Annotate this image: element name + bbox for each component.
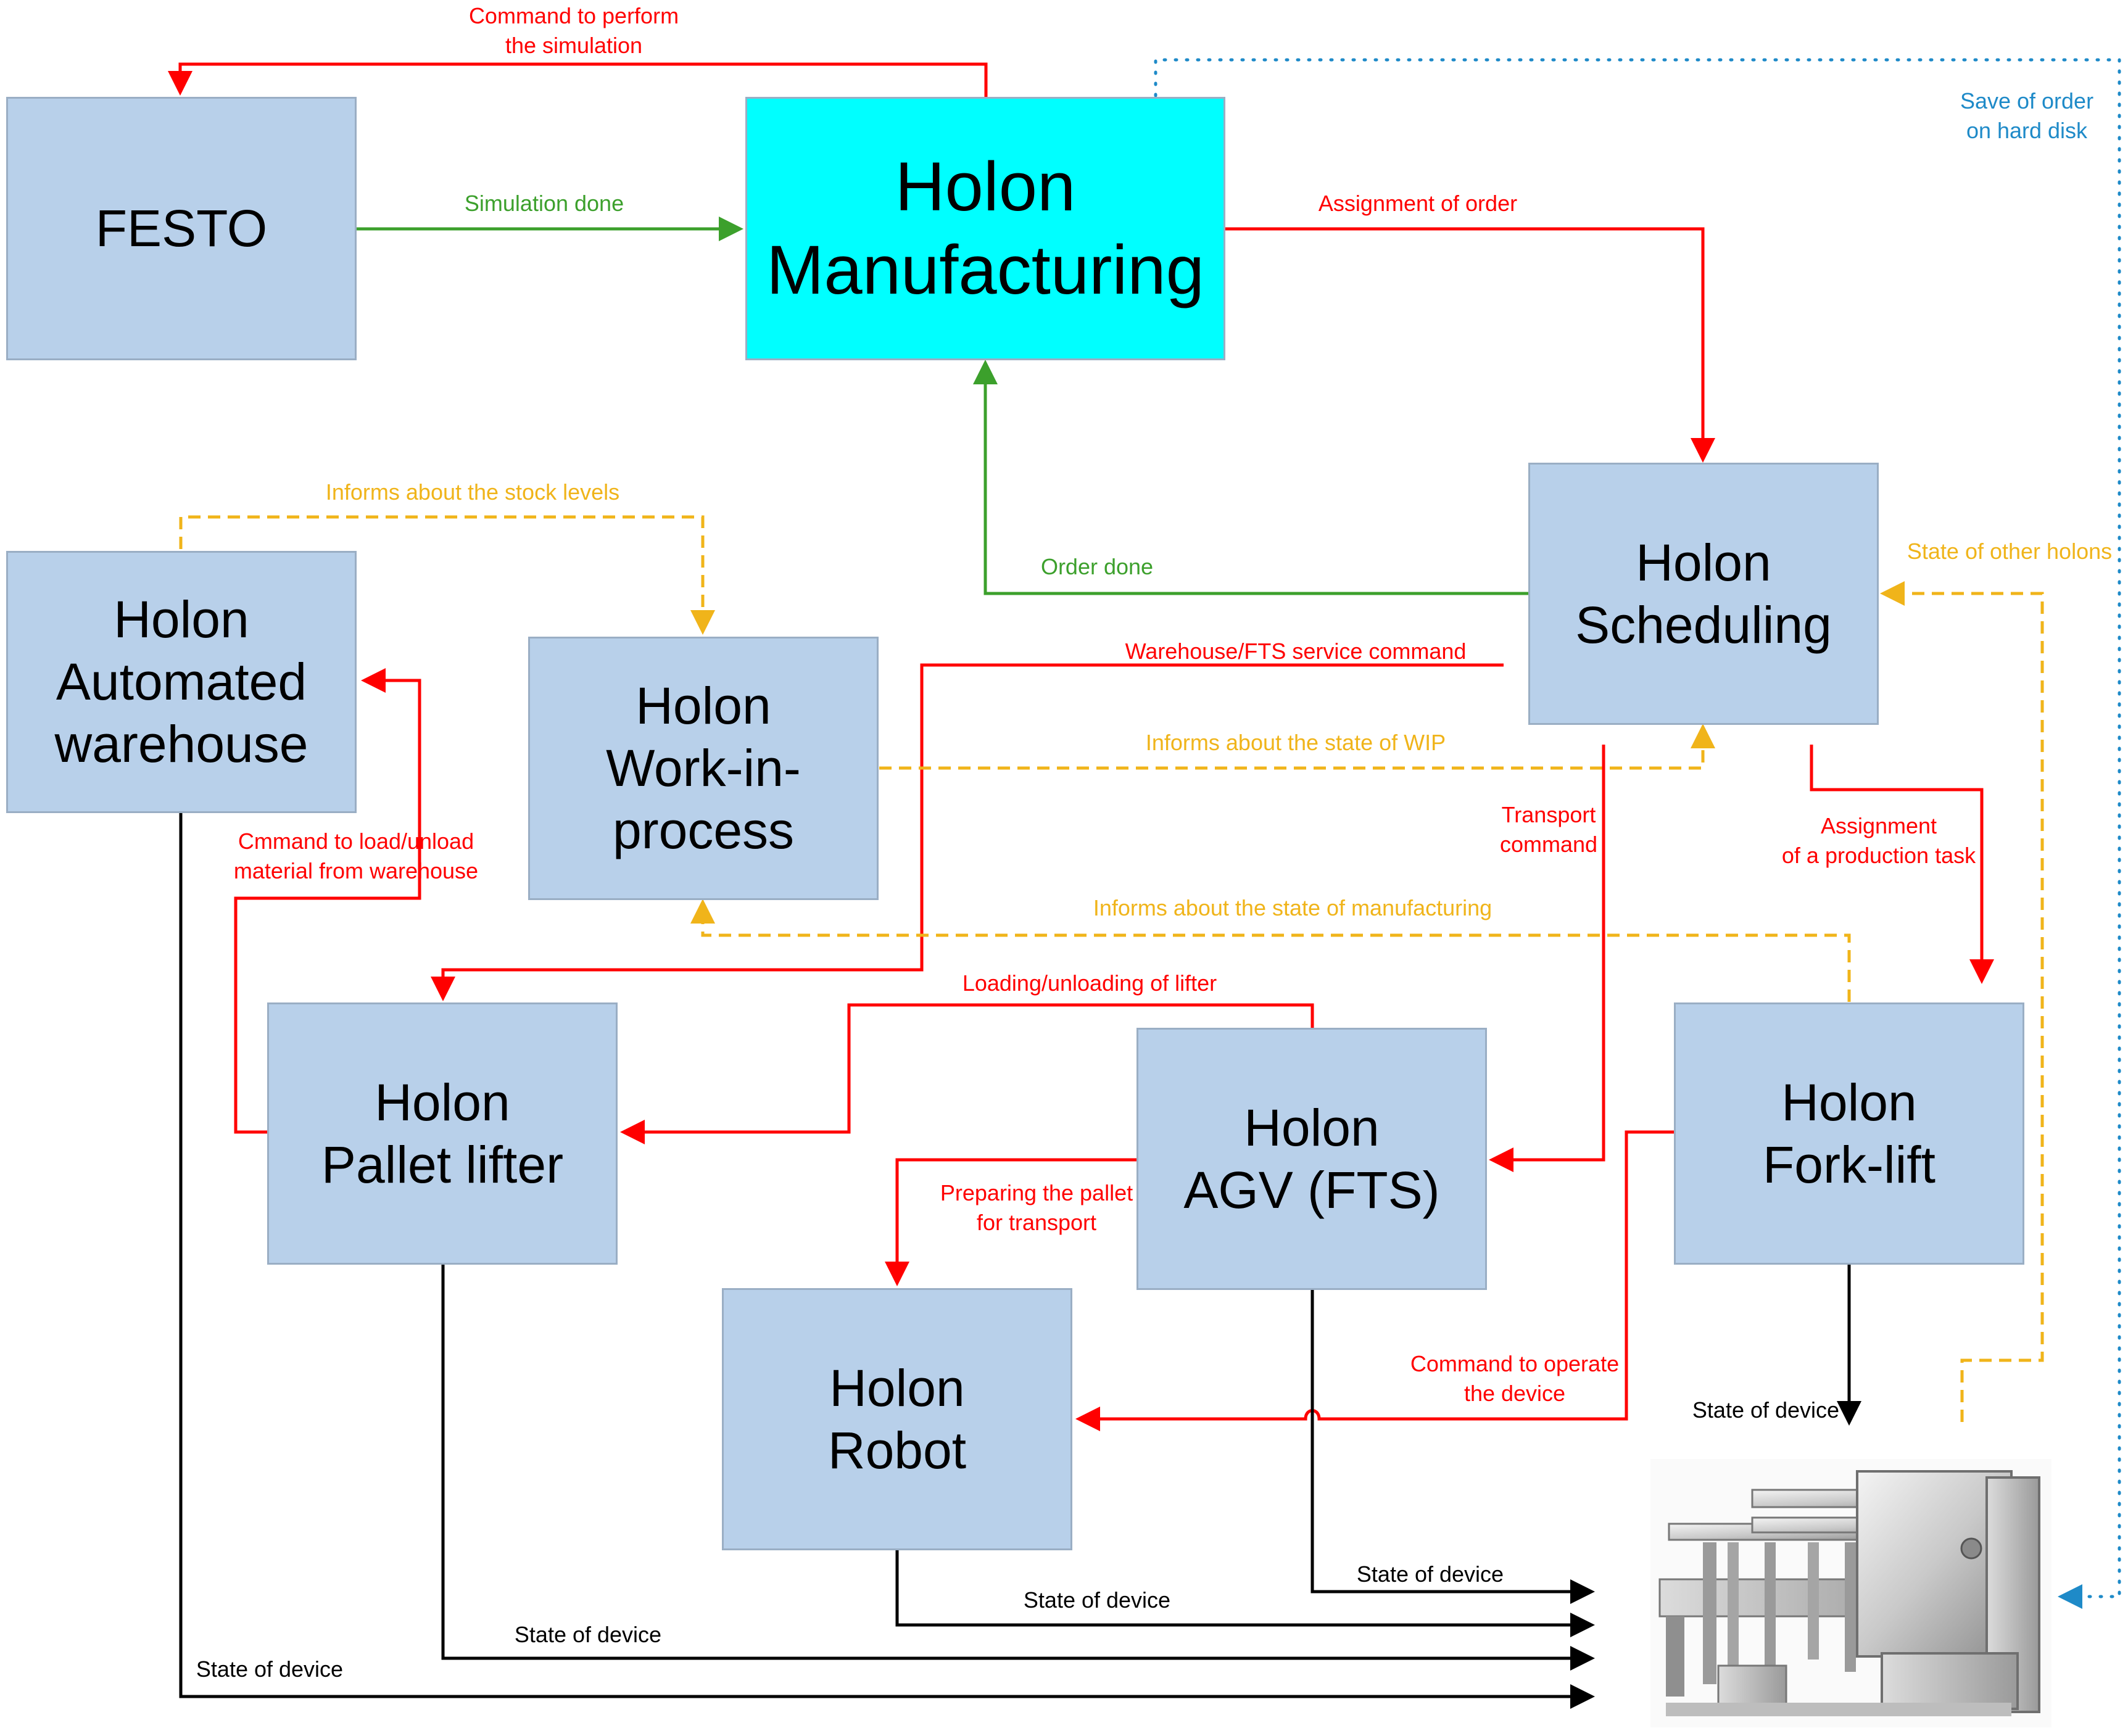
forklift-label-line2: Fork-lift — [1763, 1135, 1935, 1194]
label-transport-command: Transport command — [1499, 802, 1598, 857]
label-order-done: Order done — [1040, 554, 1154, 579]
edge-state-wip — [879, 724, 1715, 770]
label-stock-levels: Informs about the stock levels — [325, 479, 620, 505]
label-state-other-holons: State of other holons — [1907, 539, 2113, 564]
wip-label-line2: Work-in- — [606, 739, 801, 798]
label-command-load-unload: Cmmand to load/unload material from ware… — [233, 829, 479, 883]
label-loading-lifter: Loading/unloading of lifter — [962, 970, 1217, 996]
edge-command-simulation — [168, 62, 988, 99]
label-state-device-forklift: State of device — [1692, 1397, 1840, 1423]
holon-scheduling-node: Holon Scheduling — [1528, 463, 1879, 725]
label-state-device-agv: State of device — [1356, 1561, 1504, 1587]
holon-manufacturing-node: Holon Manufacturing — [745, 97, 1225, 360]
label-state-wip: Informs about the state of WIP — [1145, 730, 1446, 755]
edge-save-order — [1154, 58, 2121, 1609]
label-simulation-done: Simulation done — [464, 191, 624, 216]
label-warehouse-fts-command: Warehouse/FTS service command — [1125, 639, 1467, 664]
manufacturing-label-line1: Holon — [895, 148, 1076, 226]
pallet-lifter-label-line2: Pallet lifter — [321, 1135, 564, 1194]
edge-command-operate — [1075, 1130, 1675, 1431]
robot-label-line1: Holon — [829, 1358, 965, 1417]
edge-command-load-unload — [234, 668, 421, 1134]
wip-label-line1: Holon — [636, 677, 771, 735]
label-save-order: Save of order on hard disk — [1960, 88, 2094, 143]
edge-transport-command — [1489, 745, 1605, 1172]
label-preparing-pallet: Preparing the pallet for transport — [940, 1180, 1133, 1235]
holon-robot-node: Holon Robot — [722, 1288, 1072, 1550]
scheduling-label-line1: Holon — [1636, 533, 1771, 592]
edge-state-other-holons — [1880, 581, 2044, 1422]
label-assignment-order: Assignment of order — [1318, 191, 1518, 216]
label-command-operate: Command to operate the device — [1410, 1351, 1620, 1406]
edge-state-manufacturing — [690, 899, 1851, 1002]
label-command-simulation: Command to perform the simulation — [468, 3, 679, 58]
edge-state-warehouse — [179, 812, 1595, 1709]
edge-assignment-production — [1810, 745, 1994, 984]
edge-state-pallet — [441, 1263, 1595, 1671]
scheduling-label-line2: Scheduling — [1575, 595, 1832, 654]
festo-node: FESTO — [6, 97, 357, 360]
holon-agv-node: Holon AGV (FTS) — [1136, 1028, 1487, 1290]
manufacturing-label-line2: Manufacturing — [766, 231, 1204, 308]
robot-label-line2: Robot — [827, 1421, 967, 1479]
wip-label-line3: process — [612, 801, 795, 859]
holon-forklift-node: Holon Fork-lift — [1674, 1002, 2024, 1265]
pallet-lifter-label-line1: Holon — [375, 1073, 510, 1131]
holon-automated-warehouse-node: Holon Automated warehouse — [6, 551, 357, 813]
agv-label-line2: AGV (FTS) — [1183, 1160, 1440, 1219]
label-state-device-robot: State of device — [1023, 1587, 1171, 1613]
label-state-device-pallet: State of device — [514, 1622, 662, 1647]
forklift-label-line1: Holon — [1781, 1073, 1917, 1131]
edge-loading-lifter — [620, 1003, 1314, 1144]
agv-label-line1: Holon — [1244, 1098, 1380, 1157]
warehouse-label-line2: Automated — [56, 653, 307, 711]
holon-pallet-lifter-node: Holon Pallet lifter — [267, 1002, 618, 1265]
festo-label: FESTO — [95, 199, 268, 258]
edge-preparing-pallet — [885, 1158, 1136, 1286]
edge-warehouse-fts-command — [431, 663, 1504, 1001]
label-state-device-warehouse: State of device — [196, 1656, 344, 1682]
warehouse-label-line1: Holon — [114, 590, 249, 649]
production-machine-image — [1650, 1459, 2051, 1727]
edge-assignment-order — [1225, 227, 1715, 463]
edge-order-done — [973, 360, 1529, 595]
label-state-manufacturing: Informs about the state of manufacturing — [1093, 895, 1492, 920]
label-assignment-production: Assignment of a production task — [1781, 813, 1976, 868]
warehouse-label-line3: warehouse — [54, 714, 308, 773]
edge-state-robot — [895, 1550, 1595, 1637]
holon-work-in-process-node: Holon Work-in- process — [528, 637, 879, 900]
edge-state-agv — [1310, 1288, 1595, 1604]
